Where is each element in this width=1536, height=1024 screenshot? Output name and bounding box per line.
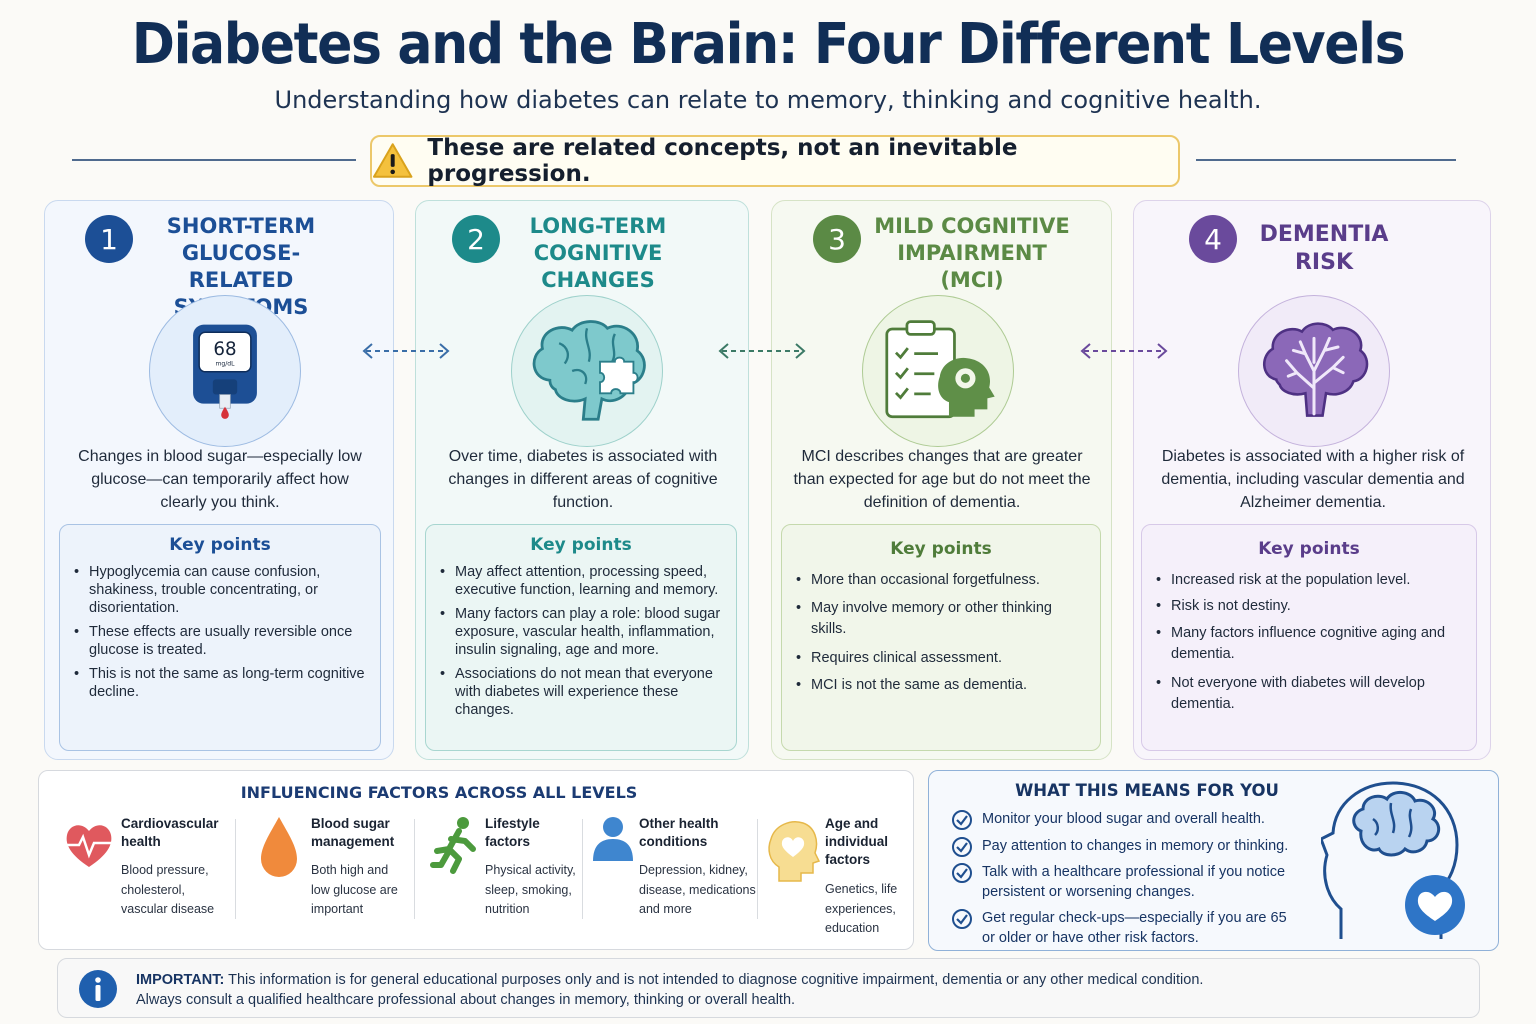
level-description: MCI describes changes that are greater t… (793, 448, 1091, 511)
key-point: Increased risk at the population level. (1156, 571, 1462, 589)
svg-text:68: 68 (213, 339, 236, 360)
check-circle-icon (952, 863, 972, 883)
factor-cardiovascular: Cardiovascular health Blood pressure, ch… (61, 815, 241, 945)
head-brain-heart-icon (1321, 781, 1465, 939)
brain-puzzle-icon (532, 320, 646, 421)
influencing-factors-panel: INFLUENCING FACTORS ACROSS ALL LEVELS Ca… (38, 770, 914, 950)
key-point: Risk is not destiny. (1156, 597, 1462, 615)
warning-icon (372, 143, 413, 178)
key-point: Not everyone with diabetes will develop … (1156, 673, 1462, 715)
level-description: Diabetes is associated with a higher ris… (1161, 448, 1465, 511)
means-item: Monitor your blood sugar and overall hea… (951, 809, 1331, 830)
key-point: These effects are usually reversible onc… (74, 623, 366, 659)
factor-other-health: Other health conditions Depression, kidn… (591, 815, 761, 945)
means-title: WHAT THIS MEANS FOR YOU (1015, 781, 1279, 800)
factor-name: Lifestyle factors (485, 816, 540, 849)
level-number-badge: 2 (452, 215, 500, 263)
factor-description: Depression, kidney, disease, medications… (639, 863, 756, 916)
factor-name: Other health conditions (639, 816, 719, 849)
factors-title: INFLUENCING FACTORS ACROSS ALL LEVELS (240, 783, 638, 802)
key-points-2: Key points May affect attention, process… (425, 524, 737, 751)
key-points-title: Key points (530, 535, 632, 555)
factor-divider (235, 819, 236, 919)
level-icon-circle (862, 295, 1014, 447)
divider-left (72, 159, 356, 161)
key-points-4: Key points Increased risk at the populat… (1141, 524, 1477, 751)
head-heart-icon (768, 821, 821, 882)
page-title: Diabetes and the Brain: Four Different L… (131, 12, 1406, 77)
heart-pulse-icon (65, 825, 113, 867)
svg-text:mg/dL: mg/dL (215, 361, 235, 368)
factor-lifestyle: Lifestyle factors Physical activity, sle… (429, 815, 599, 945)
page-subtitle: Understanding how diabetes can relate to… (274, 86, 1262, 114)
level-title: LONG-TERM COGNITIVE CHANGES (529, 214, 667, 292)
level-icon-circle (1238, 295, 1390, 447)
level-title: SHORT-TERM GLUCOSE-RELATED SYMPTOMS (166, 214, 316, 319)
glucose-meter-icon: 68 mg/dL (193, 324, 257, 419)
warning-text: These are related concepts, not an inevi… (427, 135, 1018, 187)
clipboard-checklist-icon (885, 320, 995, 419)
person-icon (593, 817, 633, 861)
key-point: Associations do not mean that everyone w… (440, 665, 722, 719)
info-icon (79, 970, 117, 1008)
factor-divider (414, 819, 415, 919)
blood-drop-icon (261, 817, 297, 877)
what-this-means-panel: WHAT THIS MEANS FOR YOU Monitor your blo… (928, 770, 1499, 951)
level-icon-circle: 68 mg/dL (149, 295, 301, 447)
key-point: Requires clinical assessment. (796, 649, 1086, 667)
key-point: This is not the same as long-term cognit… (74, 665, 366, 701)
level-description: Over time, diabetes is associated with c… (448, 448, 718, 511)
level-number-badge: 1 (85, 215, 133, 263)
running-person-icon (430, 817, 476, 874)
factor-description: Both high and low glucose are important (311, 863, 398, 916)
factor-name: Cardiovascular health (121, 816, 219, 849)
means-item: Pay attention to changes in memory or th… (951, 836, 1331, 857)
factor-description: Blood pressure, cholesterol, vascular di… (121, 863, 215, 916)
key-point: May affect attention, processing speed, … (440, 563, 722, 599)
important-text: IMPORTANT: This information is for gener… (136, 972, 1204, 1008)
key-points-title: Key points (169, 535, 271, 555)
divider-right (1196, 159, 1456, 161)
double-arrow-icon (1080, 343, 1168, 359)
key-points-3: Key points More than occasional forgetfu… (781, 524, 1101, 751)
key-point: More than occasional forgetfulness. (796, 571, 1086, 589)
important-notice: IMPORTANT: This information is for gener… (57, 958, 1480, 1018)
factor-divider (582, 819, 583, 919)
key-point: MCI is not the same as dementia. (796, 676, 1086, 694)
level-description: Changes in blood sugar—especially low gl… (78, 448, 362, 511)
level-number-badge: 3 (813, 215, 861, 263)
level-icon-circle (511, 295, 663, 447)
level-title: DEMENTIA RISK (1259, 222, 1389, 275)
means-item: Get regular check-ups—especially if you … (951, 908, 1331, 948)
factor-name: Age and individual factors (825, 816, 889, 867)
key-points-title: Key points (890, 539, 992, 559)
warning-banner: These are related concepts, not an inevi… (370, 135, 1180, 187)
double-arrow-icon (362, 343, 450, 359)
means-item: Talk with a healthcare professional if y… (951, 862, 1331, 902)
factor-divider (757, 819, 758, 919)
key-points-title: Key points (1258, 539, 1360, 559)
factor-description: Physical activity, sleep, smoking, nutri… (485, 863, 576, 916)
key-point: May involve memory or other thinking ski… (796, 598, 1086, 640)
check-circle-icon (952, 909, 972, 929)
factor-name: Blood sugar management (311, 816, 395, 849)
key-point: Many factors influence cognitive aging a… (1156, 623, 1462, 665)
key-point: Hypoglycemia can cause confusion, shakin… (74, 563, 366, 617)
double-arrow-icon (718, 343, 806, 359)
brain-tree-icon (1263, 322, 1369, 417)
check-circle-icon (952, 837, 972, 857)
key-points-1: Key points Hypoglycemia can cause confus… (59, 524, 381, 751)
key-point: Many factors can play a role: blood suga… (440, 605, 722, 659)
factor-blood-sugar: Blood sugar management Both high and low… (251, 815, 421, 945)
level-number-badge: 4 (1189, 215, 1237, 263)
factor-description: Genetics, life experiences, education (825, 882, 898, 935)
factor-age-individual: Age and individual factors Genetics, lif… (765, 815, 911, 945)
level-title: MILD COGNITIVE IMPAIRMENT (MCI) (874, 214, 1070, 292)
check-circle-icon (952, 810, 972, 830)
